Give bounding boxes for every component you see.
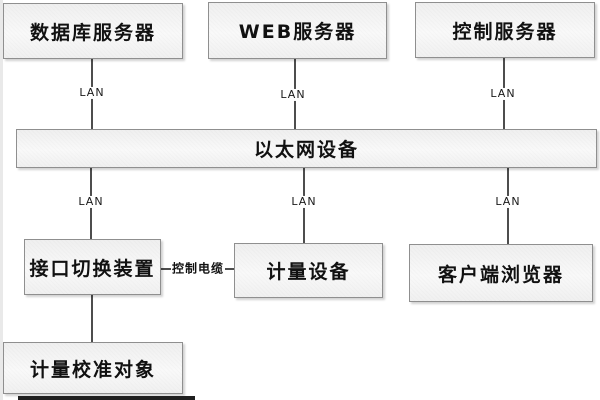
edge-label-lan: LAN [492,195,524,209]
node-label: 计量校准对象 [29,358,156,381]
node-label: 接口切换装置 [29,257,156,280]
node-calibration-object: 计量校准对象 [3,342,183,394]
node-ethernet-device: 以太网设备 [16,129,597,168]
edge-label-control-cable: 控制电缆 [170,261,226,276]
edge-label-lan: LAN [75,195,107,209]
edge-label-lan: LAN [76,86,108,100]
node-label: 数据库服务器 [29,21,156,44]
node-metering-device: 计量设备 [234,243,383,298]
node-interface-switch: 接口切换装置 [24,239,161,295]
node-label: 以太网设备 [253,139,359,161]
node-web-server: WEB服务器 [208,2,387,59]
edge-label-lan: LAN [288,195,320,209]
node-client-browser: 客户端浏览器 [409,244,593,302]
node-label: WEB服务器 [238,21,357,43]
node-label: 控制服务器 [452,20,558,43]
edge-line-switch-calibration [91,295,93,342]
left-edge-strip [0,0,3,400]
node-label: 计量设备 [266,261,351,283]
bottom-dark-bar [18,396,195,400]
node-database-server: 数据库服务器 [3,3,183,59]
node-control-server: 控制服务器 [415,2,595,58]
edge-label-lan: LAN [487,87,519,101]
edge-label-lan: LAN [277,88,309,102]
node-label: 客户端浏览器 [437,263,564,286]
